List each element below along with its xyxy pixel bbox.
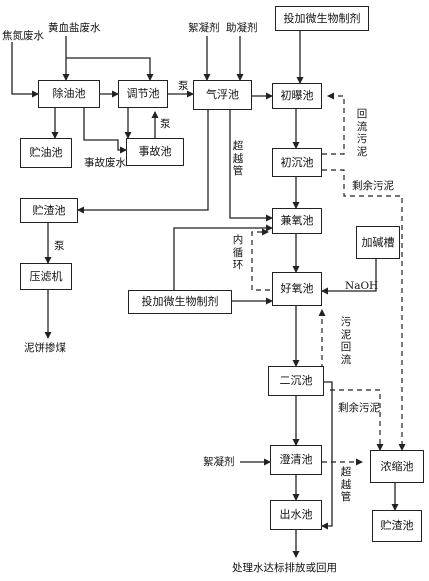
final-discharge-label: 处理水达标排放或回用 — [232, 562, 337, 574]
excess-sludge-label-1: 剩余污泥 — [352, 180, 394, 192]
excess-sludge-label-2: 剩余污泥 — [338, 402, 380, 414]
anoxic-tank: 兼氧池 — [272, 208, 322, 234]
thickener-tank: 浓缩池 — [370, 450, 424, 483]
sludge-return-label: 污泥回流 — [340, 316, 352, 366]
accident-tank: 事故池 — [126, 138, 184, 166]
pump-label-1: 泵 — [178, 80, 189, 92]
pre-aeration-tank: 初曝池 — [272, 83, 322, 109]
ferrocyanide-wastewater-label: 黄血盐废水 — [48, 22, 101, 34]
internal-circulation-label: 内循环 — [232, 234, 244, 271]
deoil-tank: 除油池 — [38, 80, 100, 108]
microbial-dosing-mid: 投加微生物制剂 — [128, 290, 232, 314]
coking-wastewater-label: 焦氮废水 — [2, 30, 44, 42]
microbial-dosing-top: 投加微生物制剂 — [275, 6, 369, 31]
slag-storage-tank: 贮渣池 — [20, 198, 78, 223]
flotation-tank: 气浮池 — [193, 80, 252, 110]
aerobic-tank: 好氧池 — [272, 272, 322, 306]
filter-press: 压滤机 — [20, 263, 72, 290]
adjust-tank: 调节池 — [118, 80, 168, 108]
bypass-pipe-label-2: 超越管 — [340, 466, 352, 503]
secondary-settling-tank: 二沉池 — [268, 366, 324, 396]
sludge-cake-label: 泥饼掺煤 — [24, 342, 66, 354]
return-sludge-label: 回流污泥 — [356, 108, 368, 158]
pump-label-2: 泵 — [160, 118, 171, 130]
naoh-label: NaOH — [345, 280, 379, 292]
coagulant-aid-label: 助凝剂 — [226, 22, 258, 34]
pump-label-3: 泵 — [54, 240, 65, 252]
alkali-tank: 加碱槽 — [356, 226, 400, 259]
accident-wastewater-label: 事故废水 — [84, 157, 126, 169]
slag-storage-tank-bottom: 贮渣池 — [372, 510, 422, 542]
oil-storage-tank: 贮油池 — [20, 138, 72, 168]
bypass-pipe-label-1: 超越管 — [232, 140, 244, 177]
coagulant-top-label: 絮凝剂 — [188, 22, 220, 34]
outlet-tank: 出水池 — [270, 500, 322, 530]
coagulant-bottom-label: 絮凝剂 — [203, 456, 235, 468]
primary-settling-tank: 初沉池 — [272, 148, 322, 177]
clarifier-tank: 澄清池 — [270, 445, 322, 475]
